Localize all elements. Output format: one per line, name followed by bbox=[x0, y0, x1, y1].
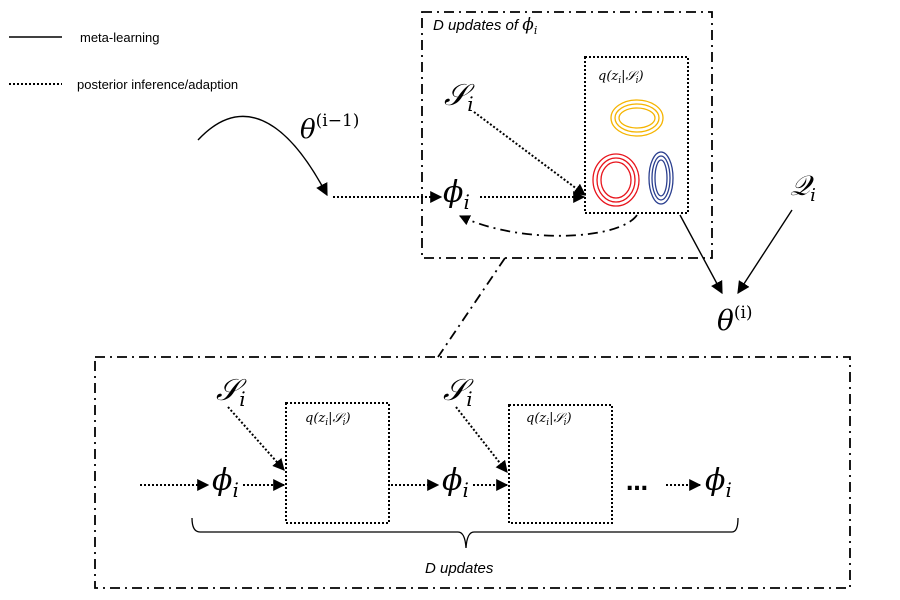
lower-support-1: 𝒮i bbox=[216, 373, 247, 411]
lower-posterior-box-2 bbox=[508, 404, 613, 524]
upper-block-title: D updates of ϕi bbox=[433, 15, 537, 37]
support-to-posterior-arrow bbox=[473, 111, 586, 196]
updates-brace bbox=[191, 517, 739, 549]
support1-to-posterior1-arrow bbox=[227, 406, 285, 471]
query-set-label: 𝒬i bbox=[790, 169, 816, 206]
lower-phi-final: ϕi bbox=[705, 463, 732, 502]
phi-label: ϕi bbox=[443, 175, 470, 214]
lower-support-2: 𝒮i bbox=[443, 373, 474, 411]
theta-prev-label: θ(i−1) bbox=[300, 111, 359, 145]
posterior-feedback-arrow bbox=[459, 214, 638, 237]
legend-label-posterior-inference: posterior inference/adaption bbox=[77, 77, 238, 92]
upper-block: D updates of ϕi 𝒮i ϕi q(zi|𝒮i) bbox=[421, 11, 713, 259]
lower-phi-1: ϕi bbox=[212, 463, 239, 502]
zoom-connector-line bbox=[437, 257, 506, 358]
lower-posterior-box-1 bbox=[285, 402, 390, 524]
meta-learning-curve-arrow bbox=[197, 115, 328, 197]
lower-phi-2: ϕi bbox=[442, 463, 469, 502]
posterior-label: q(zi|𝒮i) bbox=[598, 69, 644, 86]
support2-to-posterior2-arrow bbox=[455, 406, 508, 473]
legend-label-meta-learning: meta-learning bbox=[80, 30, 160, 45]
ellipsis: … bbox=[626, 471, 648, 496]
upper-block-frame bbox=[421, 11, 713, 259]
lower-posterior-label-1: q(zi|𝒮i) bbox=[305, 411, 351, 428]
theta-next-label: θ(i) bbox=[717, 303, 753, 337]
support-set-label: 𝒮i bbox=[444, 78, 475, 116]
red-circle-contour bbox=[592, 153, 640, 207]
lower-posterior-label-2: q(zi|𝒮i) bbox=[526, 411, 572, 428]
lower-block-frame bbox=[94, 356, 851, 589]
lower-block: ϕi 𝒮i q(zi|𝒮i) ϕi 𝒮i q(zi|𝒮i) … ϕi bbox=[94, 356, 851, 589]
legend: meta-learning posterior inference/adapti… bbox=[9, 30, 238, 92]
query-to-theta-arrow bbox=[737, 209, 793, 295]
blue-ellipse-contour bbox=[648, 151, 674, 205]
posterior-to-theta-arrow bbox=[679, 214, 723, 295]
lower-block-caption: D updates bbox=[425, 560, 494, 577]
posterior-box bbox=[584, 56, 689, 214]
yellow-ellipse-contour bbox=[610, 99, 664, 137]
